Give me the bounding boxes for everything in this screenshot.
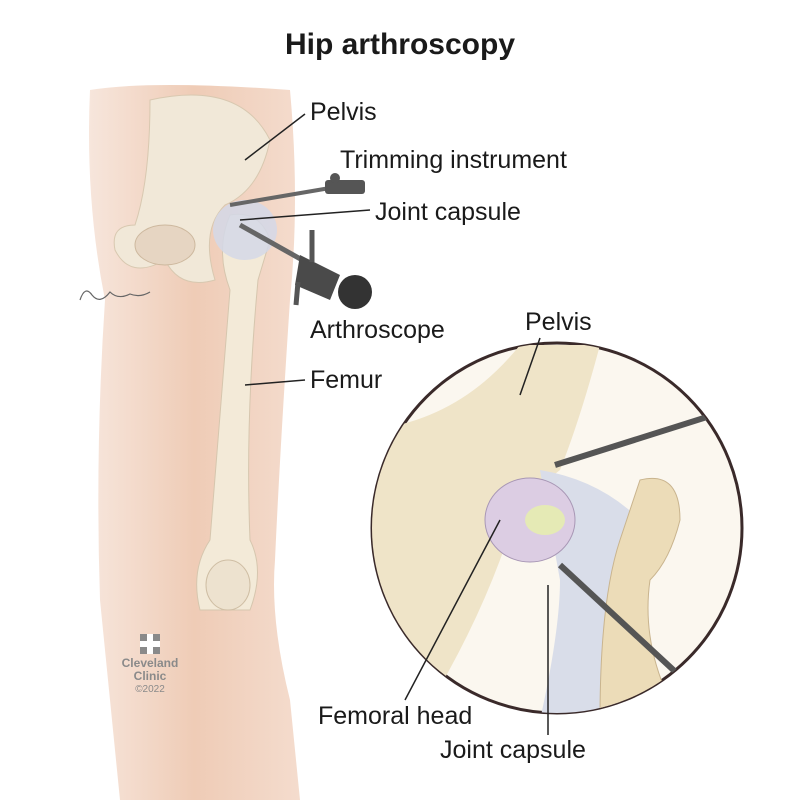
trimming-instrument-shape bbox=[229, 173, 365, 207]
artist-signature bbox=[79, 290, 151, 301]
logo-copyright: ©2022 bbox=[135, 684, 165, 695]
label-pelvis: Pelvis bbox=[310, 98, 377, 126]
knee-cap bbox=[205, 559, 251, 611]
pelvis-socket bbox=[134, 224, 196, 266]
arthroscope-shape bbox=[238, 222, 372, 309]
logo-line1: Cleveland bbox=[121, 656, 179, 670]
cleveland-clinic-mark-icon bbox=[140, 634, 160, 654]
label-inset-joint-capsule: Joint capsule bbox=[440, 736, 586, 764]
label-inset-pelvis: Pelvis bbox=[525, 308, 592, 336]
inset-illustration bbox=[372, 345, 742, 713]
label-femoral-head: Femoral head bbox=[318, 702, 473, 730]
cleveland-clinic-logo: Cleveland Clinic ©2022 bbox=[112, 634, 188, 696]
label-joint-capsule: Joint capsule bbox=[375, 198, 521, 226]
femur-bone bbox=[196, 213, 271, 611]
label-trimming-instrument: Trimming instrument bbox=[340, 146, 567, 174]
leader-lines bbox=[239, 113, 549, 735]
diagram-title: Hip arthroscopy bbox=[284, 28, 516, 61]
logo-line2: Clinic bbox=[133, 669, 167, 683]
label-arthroscope: Arthroscope bbox=[310, 316, 445, 344]
label-femur: Femur bbox=[310, 366, 383, 394]
